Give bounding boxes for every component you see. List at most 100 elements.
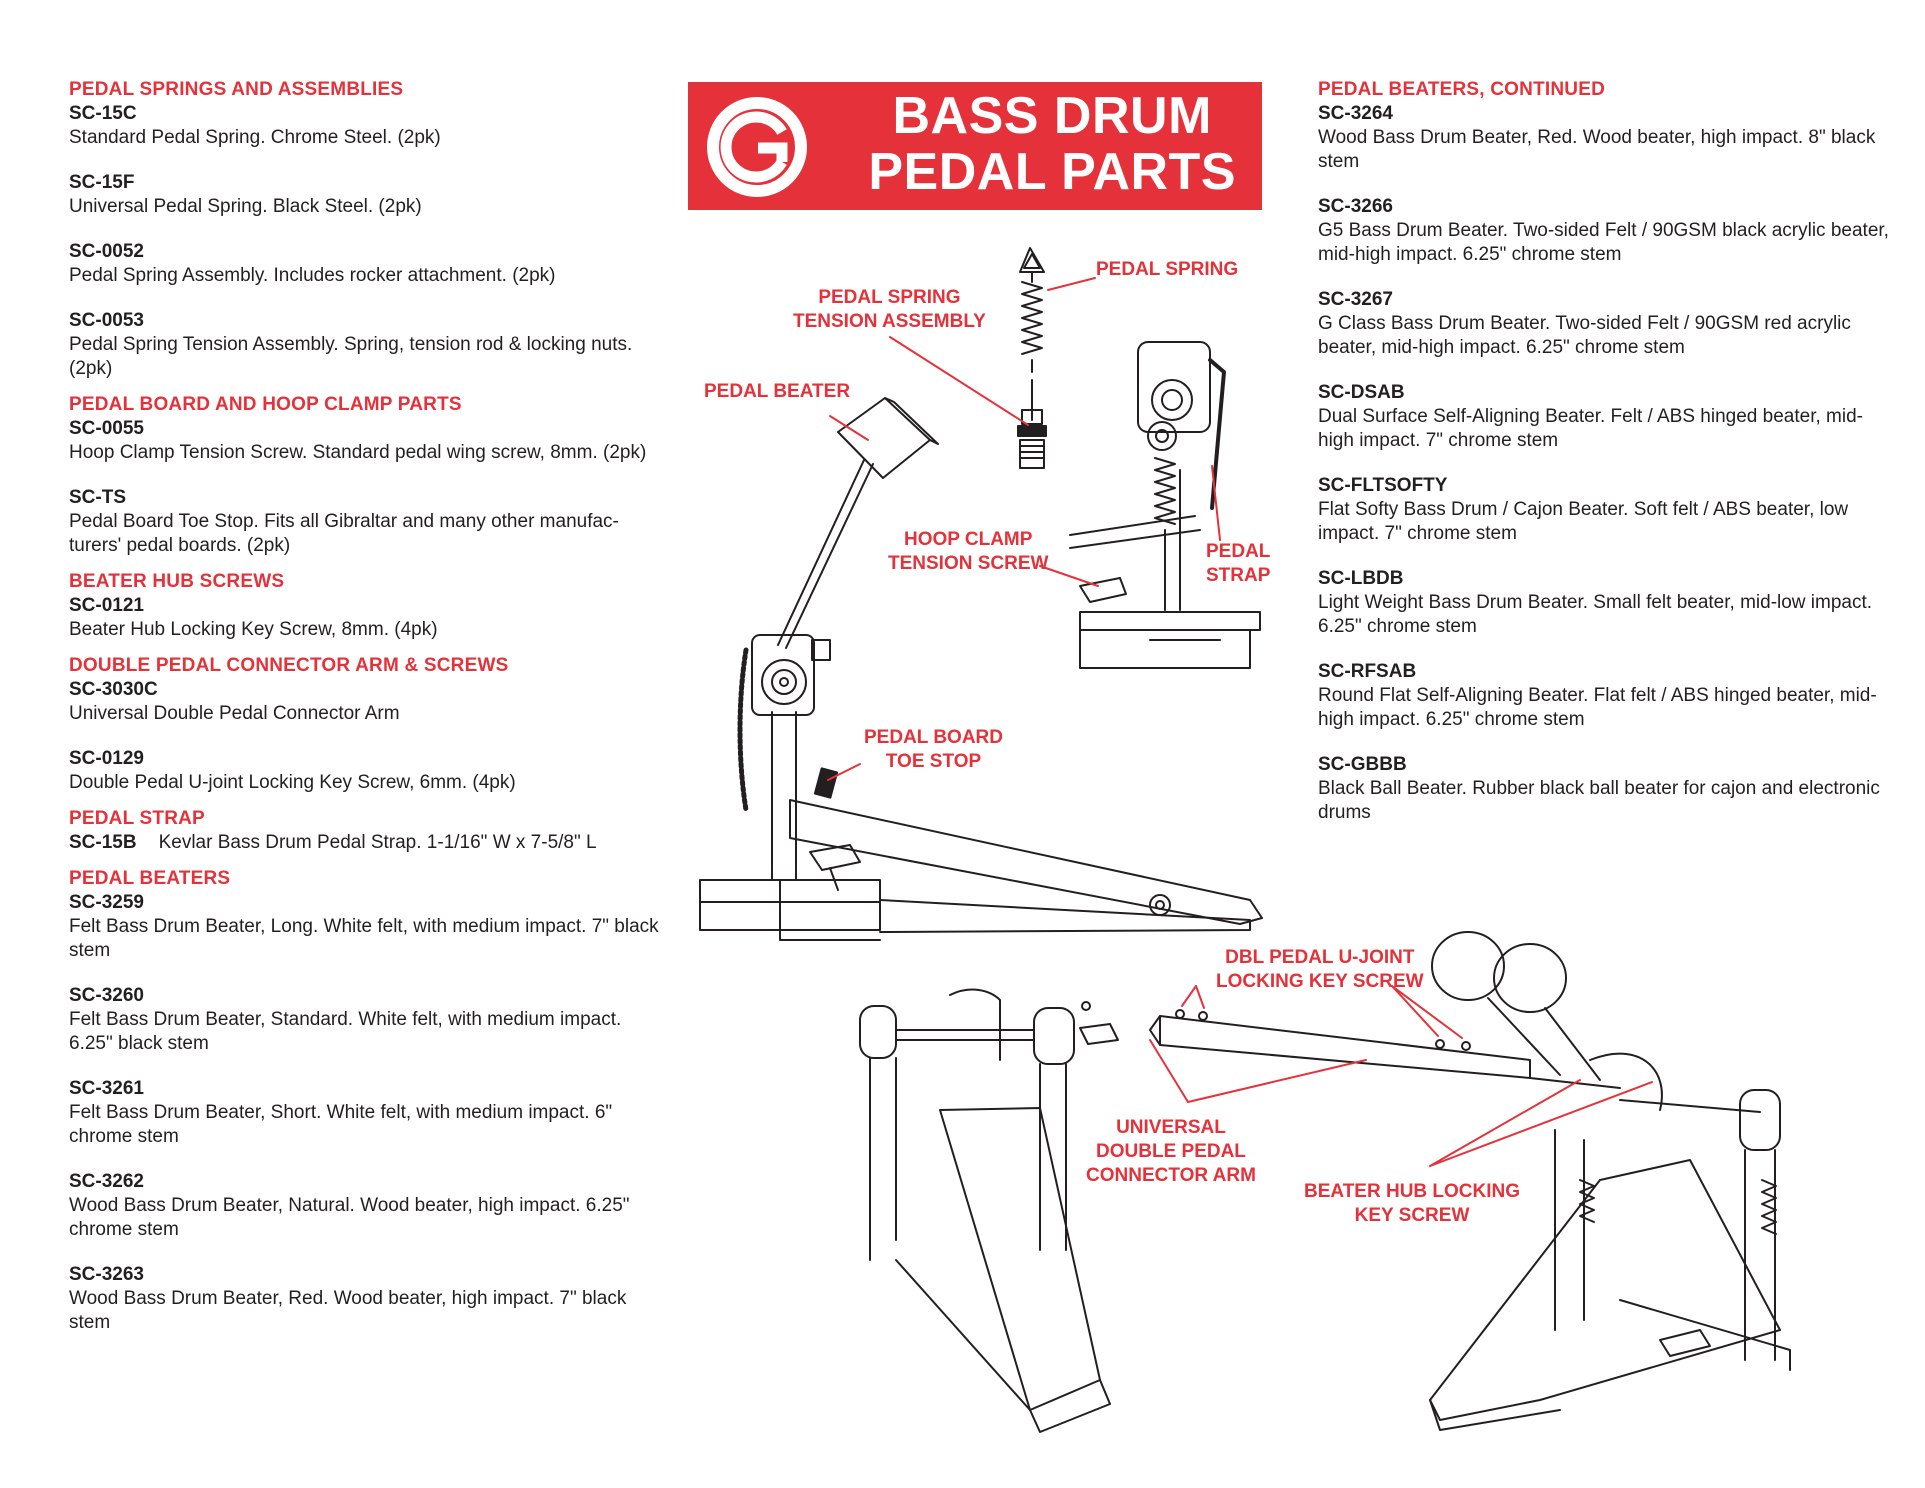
part-code: SC-3259	[69, 892, 144, 913]
section-title-double: DOUBLE PEDAL CONNECTOR ARM & SCREWS	[69, 655, 509, 676]
part-code: SC-TS	[69, 487, 126, 508]
section-title-board: PEDAL BOARD AND HOOP CLAMP PARTS	[69, 394, 462, 415]
title-banner: BASS DRUM PEDAL PARTS	[688, 82, 1262, 210]
page-title: BASS DRUM PEDAL PARTS	[868, 88, 1236, 200]
callout-line: KEY SCREW	[1354, 1205, 1470, 1226]
title-line-2: PEDAL PARTS	[868, 143, 1236, 201]
section-title-hub: BEATER HUB SCREWS	[69, 571, 285, 592]
part-desc: G5 Bass Drum Beater. Two-sided Felt / 90…	[1318, 220, 1889, 265]
part-code: SC-0121	[69, 595, 144, 616]
part-desc: Standard Pedal Spring. Chrome Steel. (2p…	[69, 127, 441, 148]
part-desc: Felt Bass Drum Beater, Long. White felt,…	[69, 916, 659, 961]
part-desc: Wood Bass Drum Beater, Red. Wood beater,…	[69, 1288, 627, 1333]
part-desc: Pedal Spring Tension Assembly. Spring, t…	[69, 334, 633, 379]
part-item: SC-GBBB Black Ball Beater. Rubber black b…	[1318, 753, 1898, 825]
part-code: SC-3263	[69, 1264, 144, 1285]
part-code: SC-LBDB	[1318, 568, 1404, 589]
part-item: SC-15B Kevlar Bass Drum Pedal Strap. 1-1/…	[69, 831, 659, 855]
part-code: SC-GBBB	[1318, 754, 1407, 775]
callout-line: LOCKING KEY SCREW	[1216, 971, 1424, 992]
part-item: SC-3267 G Class Bass Drum Beater. Two-sid…	[1318, 288, 1898, 360]
part-desc: Beater Hub Locking Key Screw, 8mm. (4pk)	[69, 619, 438, 640]
part-code: SC-0055	[69, 418, 144, 439]
part-desc: Wood Bass Drum Beater, Natural. Wood bea…	[69, 1195, 630, 1240]
part-code: SC-0129	[69, 748, 144, 769]
part-item: SC-LBDB Light Weight Bass Drum Beater. Sm…	[1318, 567, 1898, 639]
callout-pedal-beater: PEDAL BEATER	[704, 381, 851, 402]
part-desc: G Class Bass Drum Beater. Two-sided Felt…	[1318, 313, 1851, 358]
callout-line: CONNECTOR ARM	[1086, 1165, 1256, 1186]
pedal-closeup-drawing	[1069, 341, 1261, 669]
callout-dbl-pedal-ujoint: DBL PEDAL U-JOINT LOCKING KEY SCREW	[1216, 946, 1424, 994]
part-code: SC-15B	[69, 832, 137, 853]
callout-spring-tension-assembly: PEDAL SPRING TENSION ASSEMBLY	[793, 286, 986, 334]
part-desc: Pedal Spring Assembly. Includes rocker a…	[69, 265, 556, 286]
gibraltar-logo-icon	[707, 97, 807, 197]
part-item: SC-3266 G5 Bass Drum Beater. Two-sided Fe…	[1318, 195, 1898, 267]
part-desc: Felt Bass Drum Beater, Standard. White f…	[69, 1009, 622, 1054]
part-code: SC-0052	[69, 241, 144, 262]
part-desc: Round Flat Self-Aligning Beater. Flat fe…	[1318, 685, 1877, 730]
part-code: SC-3264	[1318, 103, 1393, 124]
part-code: SC-15C	[69, 103, 137, 124]
part-desc: Flat Softy Bass Drum / Cajon Beater. Sof…	[1318, 499, 1849, 544]
callout-beater-hub-locking-key-screw: BEATER HUB LOCKING KEY SCREW	[1304, 1180, 1520, 1228]
spring-tension-assembly-drawing	[1017, 379, 1047, 469]
part-item: SC-3030C Universal Double Pedal Connector…	[69, 678, 659, 726]
single-pedal-drawing	[699, 397, 1263, 941]
callout-line: PEDAL	[1206, 541, 1271, 562]
callout-line: PEDAL SPRING	[818, 287, 961, 308]
callout-line: TENSION ASSEMBLY	[793, 311, 986, 332]
section-title-beaters-continued: PEDAL BEATERS, CONTINUED	[1318, 79, 1606, 100]
callout-line: DBL PEDAL U-JOINT	[1225, 947, 1415, 968]
part-desc: Universal Double Pedal Connector Arm	[69, 703, 400, 724]
callout-line: PEDAL BOARD	[864, 727, 1003, 748]
callout-pedal-strap: PEDAL STRAP	[1206, 540, 1270, 588]
part-desc: Universal Pedal Spring. Black Steel. (2p…	[69, 196, 422, 217]
part-desc: Kevlar Bass Drum Pedal Strap. 1-1/16" W …	[158, 832, 597, 853]
left-column: PEDAL SPRINGS AND ASSEMBLIES SC-15C Stand…	[69, 78, 659, 1356]
part-desc: Hoop Clamp Tension Screw. Standard pedal…	[69, 442, 647, 463]
part-desc: Black Ball Beater. Rubber black ball bea…	[1318, 778, 1880, 823]
callout-line: DOUBLE PEDAL	[1096, 1141, 1246, 1162]
part-item: SC-FLTSOFTY Flat Softy Bass Drum / Cajon …	[1318, 474, 1898, 546]
callout-line: HOOP CLAMP	[904, 529, 1033, 550]
part-code: SC-3261	[69, 1078, 144, 1099]
part-desc: Felt Bass Drum Beater, Short. White felt…	[69, 1102, 613, 1147]
part-code: SC-3262	[69, 1171, 144, 1192]
part-desc: Light Weight Bass Drum Beater. Small fel…	[1318, 592, 1873, 637]
part-code: SC-3260	[69, 985, 144, 1006]
part-code: SC-3266	[1318, 196, 1393, 217]
section-title-strap: PEDAL STRAP	[69, 808, 205, 829]
pedal-spring-drawing	[1019, 247, 1045, 373]
callout-pedal-spring: PEDAL SPRING	[1096, 259, 1239, 280]
callout-lines	[827, 277, 1653, 1167]
callout-universal-connector-arm: UNIVERSAL DOUBLE PEDAL CONNECTOR ARM	[1086, 1116, 1256, 1188]
callout-line: BEATER HUB LOCKING	[1304, 1181, 1521, 1202]
part-code: SC-3267	[1318, 289, 1393, 310]
part-code: SC-0053	[69, 310, 144, 331]
title-line-1: BASS DRUM	[892, 87, 1212, 145]
part-item: SC-15F Universal Pedal Spring. Black Stee…	[69, 171, 659, 219]
section-title-springs: PEDAL SPRINGS AND ASSEMBLIES	[69, 79, 404, 100]
callout-line: UNIVERSAL	[1116, 1117, 1226, 1138]
part-code: SC-FLTSOFTY	[1318, 475, 1448, 496]
part-code: SC-15F	[69, 172, 135, 193]
part-desc: Double Pedal U-joint Locking Key Screw, …	[69, 772, 516, 793]
part-code: SC-3030C	[69, 679, 158, 700]
callout-line: TOE STOP	[885, 751, 982, 772]
